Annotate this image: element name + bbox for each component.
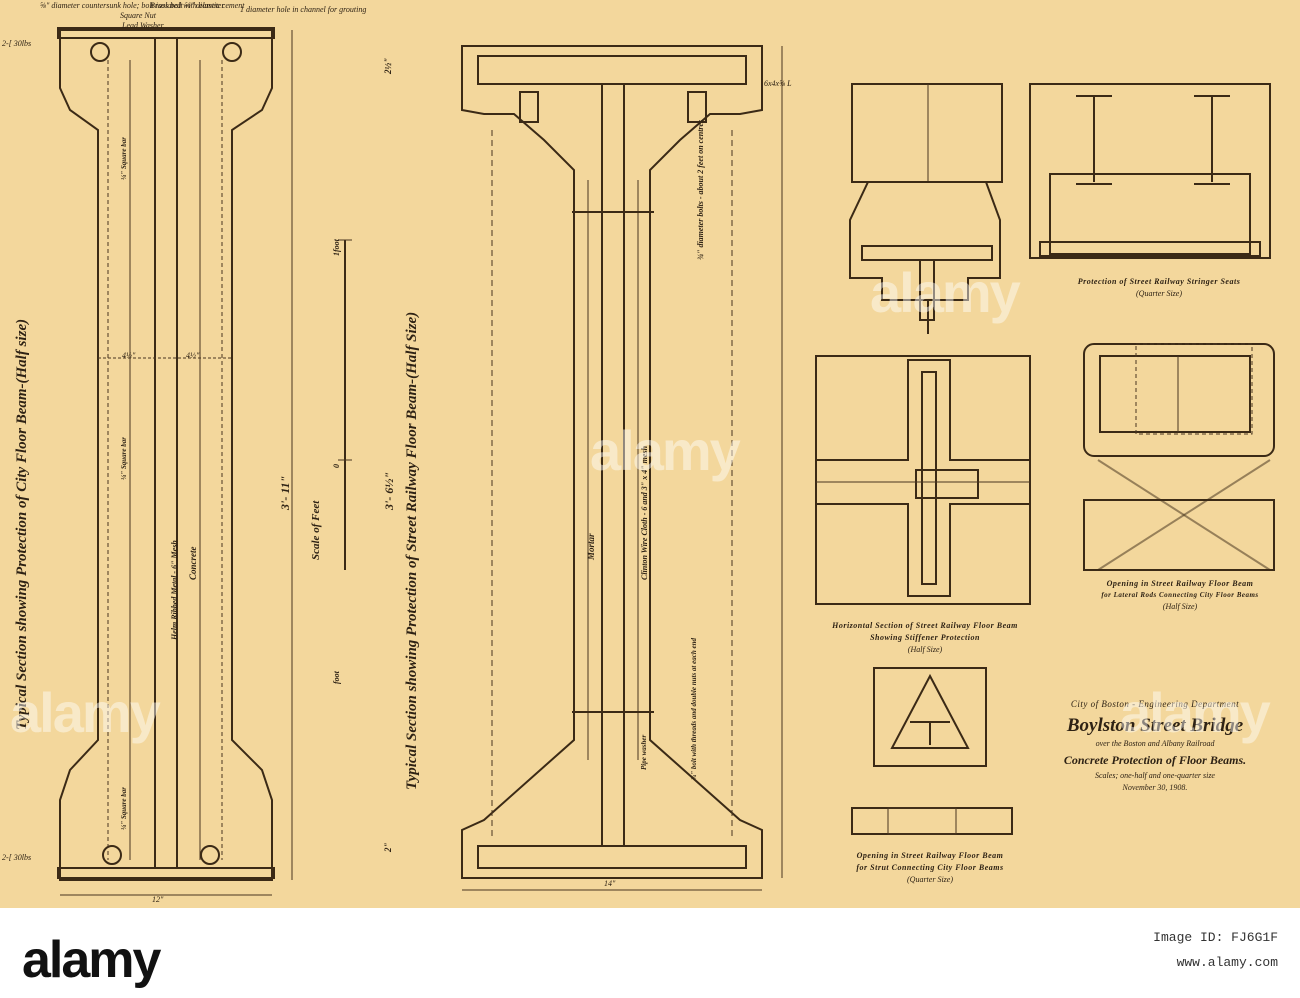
dimension-middle-height: 3'- 6½" (382, 472, 396, 510)
caption-lateral-opening-line2: for Lateral Rods Connecting City Floor B… (1101, 591, 1259, 599)
note-bolt-end: ¾" bolt with threads and double nuts at … (690, 638, 698, 780)
lateral-rod-opening-detail (1083, 343, 1275, 571)
title-over: over the Boston and Albany Railroad (1095, 739, 1215, 748)
note-mesh: Helm Ribbed Metal - 6" Mesh (170, 540, 179, 640)
caption-horizontal-section-size: (Half Size) (907, 645, 943, 654)
alamy-logo[interactable]: alamy (22, 931, 161, 989)
note-brass-bolt: Brass bolt ⅝" diameter (150, 1, 225, 10)
caption-horizontal-section: Horizontal Section of Street Railway Flo… (832, 621, 1018, 630)
note-square-nut: Square Nut (120, 11, 156, 20)
caption-strut-opening: Opening in Street Railway Floor Beam (856, 851, 1004, 860)
dimension-top: 2½" (383, 57, 393, 74)
title-subject: Concrete Protection of Floor Beams. (1063, 753, 1247, 767)
note-pipe-washer: Pipe washer (640, 734, 648, 770)
caption-lateral-opening: Opening in Street Railway Floor Beam (1106, 579, 1254, 588)
drawing-sheet: Typical Section showing Protection of Ci… (0, 0, 1300, 908)
scale-label: Scale of Feet (310, 500, 322, 560)
strut-opening-detail (851, 667, 1013, 835)
middle-section-title: Typical Section showing Protection of St… (404, 311, 420, 790)
scale-right-label: 1foot (332, 239, 341, 256)
watermark: alamy (10, 681, 161, 744)
footer-bar (0, 908, 1300, 998)
channel-bottom-label: 2-[ 30lbs (2, 853, 32, 862)
engineering-drawing (57, 27, 1275, 896)
floor-beam-bracket-detail (849, 83, 1003, 334)
scale-of-feet (338, 239, 352, 570)
dimension-left-width: 12" (152, 895, 164, 904)
note-bolts: ¾" diameter bolts - about 2 feet on cent… (696, 119, 705, 260)
left-section-title: Typical Section showing Protection of Ci… (14, 318, 30, 730)
watermark: alamy (870, 261, 1021, 324)
horizontal-section-detail (815, 355, 1031, 605)
note-square-bar-2: ¼" Square bar (120, 437, 128, 480)
note-square-bar: ¼" Square bar (120, 137, 128, 180)
caption-stringer-seats-size: (Quarter Size) (1136, 289, 1182, 298)
note-mortar: Mortar (586, 533, 596, 560)
note-square-bar-3: ¼" Square bar (120, 787, 128, 830)
watermark: alamy (1120, 681, 1271, 744)
image-id-label: Image ID: FJ6G1F (1153, 930, 1278, 945)
scale-left-label: 0 (332, 464, 341, 468)
dimension-middle-width: 14" (604, 879, 616, 888)
title-department: City of Boston - Engineering Department (1070, 699, 1240, 709)
dimension-bottom: 2" (383, 842, 393, 853)
caption-strut-opening-size: (Quarter Size) (907, 875, 953, 884)
watermark: alamy (590, 419, 741, 482)
dimension-left-height: 3'- 11" (278, 475, 292, 510)
title-main: Boylston Street Bridge (1066, 715, 1244, 736)
stringer-seat-detail (1029, 83, 1271, 259)
channel-top-label: 2-[ 30lbs (2, 39, 32, 48)
caption-strut-opening-line2: for Strut Connecting City Floor Beams (856, 863, 1004, 872)
caption-lateral-opening-size: (Half Size) (1162, 602, 1198, 611)
caption-horizontal-section-line2: Showing Stiffener Protection (870, 633, 980, 642)
angle-note: 6x4x⅝ L (764, 79, 792, 88)
note-grouting: 1 diameter hole in channel for grouting (240, 5, 367, 14)
dimension-half-b: 4½" (186, 351, 200, 360)
caption-stringer-seats: Protection of Street Railway Stringer Se… (1077, 277, 1241, 286)
note-countersunk: ⅝" diameter countersunk hole; bolt isola… (40, 1, 245, 10)
scale-foot-label: foot (332, 671, 341, 684)
dimension-half-a: 4½" (122, 351, 136, 360)
note-concrete: Concrete (188, 546, 198, 581)
title-date: November 30, 1908. (1122, 783, 1188, 792)
street-railway-floor-beam-section (461, 45, 783, 891)
title-scales: Scales; one-half and one-quarter size (1095, 771, 1215, 780)
site-url[interactable]: www.alamy.com (1176, 955, 1278, 970)
city-floor-beam-section (57, 27, 293, 896)
note-lead-washer: Lead Washer (122, 21, 164, 30)
